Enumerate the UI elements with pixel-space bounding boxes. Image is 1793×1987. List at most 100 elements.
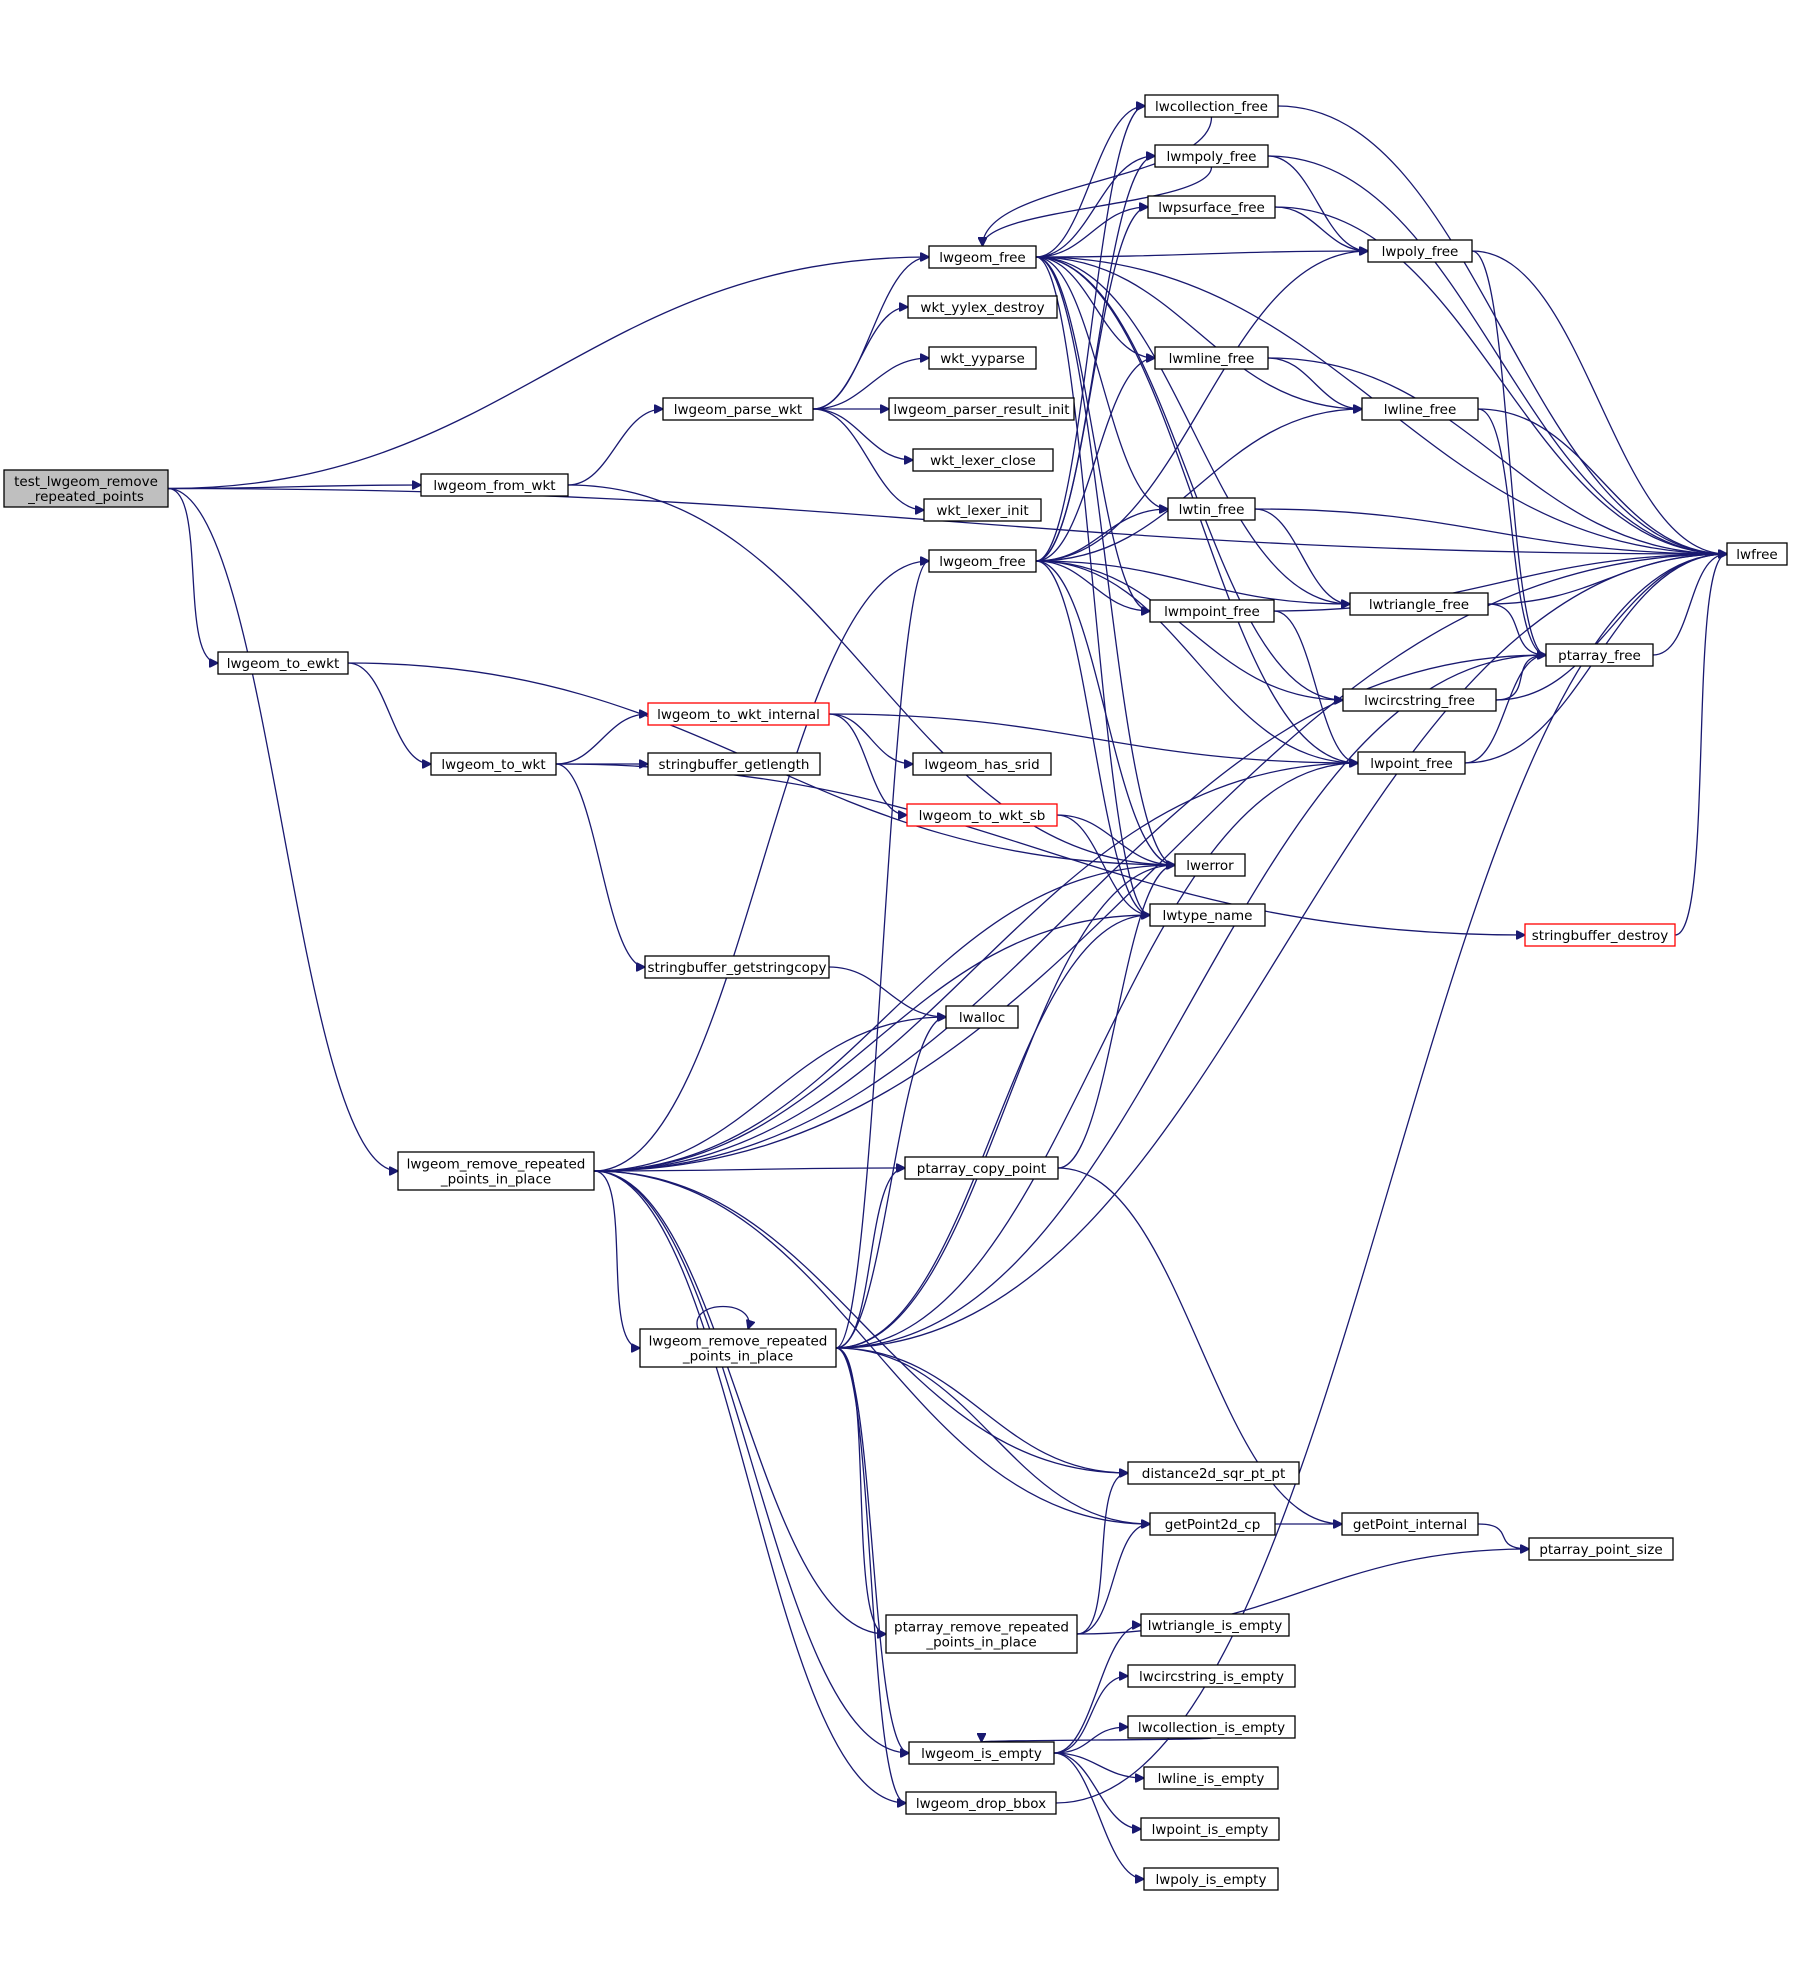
node-lwgeom-parser-result-init[interactable]: lwgeom_parser_result_init — [888, 397, 1075, 421]
node-label: lwtriangle_is_empty — [1148, 1618, 1282, 1634]
node-lwgeom-remove-repeated-points-in-place-2[interactable]: lwgeom_remove_repeated_points_in_place — [639, 1328, 837, 1368]
node-label: lwpoint_free — [1370, 756, 1453, 772]
edge-lwgeom-free-1-to-lwpoly-free — [1035, 251, 1368, 258]
edge-lwgeom-remove-repeated-points-in-place-2-to-lwgeom-drop-bbox — [835, 1347, 906, 1803]
node-getPoint-internal[interactable]: getPoint_internal — [1341, 1512, 1479, 1536]
node-lwline-free[interactable]: lwline_free — [1361, 397, 1479, 421]
edge-lwgeom-remove-repeated-points-in-place-1-to-distance2d-sqr-pt-pt — [593, 1170, 1128, 1473]
edge-lwgeom-to-ewkt-to-lwgeom-to-wkt — [347, 662, 431, 764]
node-lwgeom-to-wkt[interactable]: lwgeom_to_wkt — [430, 752, 557, 776]
node-ptarray-point-size[interactable]: ptarray_point_size — [1528, 1537, 1674, 1561]
node-box — [1357, 751, 1466, 775]
node-box — [1127, 1664, 1296, 1688]
node-stringbuffer-destroy[interactable]: stringbuffer_destroy — [1524, 923, 1676, 947]
node-label: wkt_yyparse — [940, 351, 1025, 367]
node-lwgeom-to-wkt-internal[interactable]: lwgeom_to_wkt_internal — [647, 702, 830, 726]
node-lwgeom-from-wkt[interactable]: lwgeom_from_wkt — [420, 473, 569, 497]
node-label: lwgeom_remove_repeated — [649, 1334, 828, 1350]
edge-lwgeom-is-empty-to-lwtriangle-is-empty — [1053, 1625, 1141, 1754]
edge-lwgeom-free-2-to-lwpsurface-free — [1035, 207, 1148, 562]
edge-lwgeom-remove-repeated-points-in-place-2-to-lwfree — [835, 554, 1727, 1349]
edge-lwgeom-to-wkt-internal-to-lwgeom-has-srid — [828, 713, 913, 764]
edge-test-lwgeom-remove-repeated-points-to-lwgeom-from-wkt — [167, 485, 421, 489]
node-lwgeom-drop-bbox[interactable]: lwgeom_drop_bbox — [905, 1791, 1057, 1815]
node-label: _repeated_points — [27, 489, 144, 505]
edge-lwgeom-to-wkt-to-stringbuffer-destroy — [555, 763, 1525, 935]
node-lwalloc[interactable]: lwalloc — [945, 1005, 1019, 1029]
edge-lwgeom-remove-repeated-points-in-place-1-to-lwerror — [593, 865, 1175, 1172]
node-lwgeom-has-srid[interactable]: lwgeom_has_srid — [912, 752, 1052, 776]
node-lwpsurface-free[interactable]: lwpsurface_free — [1147, 195, 1276, 219]
node-lwgeom-parse-wkt[interactable]: lwgeom_parse_wkt — [662, 397, 814, 421]
node-lwfree[interactable]: lwfree — [1726, 542, 1788, 566]
node-lwgeom-free-2[interactable]: lwgeom_free — [928, 549, 1037, 573]
node-lwgeom-free-1[interactable]: lwgeom_free — [928, 245, 1037, 269]
edge-test-lwgeom-remove-repeated-points-to-lwgeom-to-ewkt — [167, 487, 218, 664]
node-lwpoly-free[interactable]: lwpoly_free — [1367, 239, 1473, 263]
node-box — [1341, 1512, 1479, 1536]
node-lwmpoly-free[interactable]: lwmpoly_free — [1154, 144, 1269, 168]
node-lwcircstring-free[interactable]: lwcircstring_free — [1342, 688, 1497, 712]
node-label: lwgeom_has_srid — [924, 757, 1039, 773]
node-lwtin-free[interactable]: lwtin_free — [1167, 497, 1256, 521]
node-test-lwgeom-remove-repeated-points[interactable]: test_lwgeom_remove_repeated_points — [3, 469, 169, 508]
node-lwpoly-is-empty[interactable]: lwpoly_is_empty — [1143, 1867, 1279, 1891]
node-lwerror[interactable]: lwerror — [1174, 853, 1246, 877]
node-label: lwpsurface_free — [1158, 200, 1265, 216]
node-lwgeom-to-ewkt[interactable]: lwgeom_to_ewkt — [217, 651, 349, 675]
node-lwcollection-is-empty[interactable]: lwcollection_is_empty — [1127, 1715, 1296, 1739]
edge-ptarray-remove-repeated-points-in-place-to-distance2d-sqr-pt-pt — [1076, 1473, 1128, 1635]
edge-test-lwgeom-remove-repeated-points-to-lwgeom-remove-repeated-points-in-place-1 — [167, 487, 398, 1172]
nodes: test_lwgeom_remove_repeated_pointslwgeom… — [3, 94, 1788, 1891]
node-label: lwgeom_to_wkt_sb — [919, 808, 1046, 824]
node-lwmpoint-free[interactable]: lwmpoint_free — [1149, 599, 1275, 623]
node-lwgeom-is-empty[interactable]: lwgeom_is_empty — [908, 1741, 1055, 1765]
edge-lwgeom-is-empty-to-lwline-is-empty — [1053, 1752, 1144, 1778]
edge-ptarray-free-to-lwfree — [1652, 554, 1727, 656]
node-box — [1127, 1715, 1296, 1739]
node-label: wkt_lexer_init — [936, 503, 1028, 519]
node-box — [1361, 397, 1479, 421]
node-ptarray-remove-repeated-points-in-place[interactable]: ptarray_remove_repeated_points_in_place — [885, 1614, 1078, 1654]
node-box — [928, 346, 1037, 370]
node-label: lwcircstring_free — [1364, 693, 1475, 709]
edge-lwgeom-free-2-to-lwerror — [1035, 560, 1175, 865]
edge-lwcollection-free-to-lwgeom-free-1 — [983, 116, 1213, 246]
node-lwcollection-free[interactable]: lwcollection_free — [1144, 94, 1279, 118]
node-label: lwgeom_to_ewkt — [227, 656, 340, 672]
node-lwmline-free[interactable]: lwmline_free — [1154, 346, 1269, 370]
node-lwtype-name[interactable]: lwtype_name — [1149, 903, 1266, 927]
node-lwtriangle-is-empty[interactable]: lwtriangle_is_empty — [1140, 1613, 1290, 1637]
node-label: lwmpoint_free — [1164, 604, 1260, 620]
node-lwline-is-empty[interactable]: lwline_is_empty — [1143, 1766, 1279, 1790]
node-box — [1127, 1461, 1300, 1485]
node-label: lwcircstring_is_empty — [1139, 1669, 1284, 1685]
node-lwgeom-to-wkt-sb[interactable]: lwgeom_to_wkt_sb — [906, 803, 1058, 827]
edge-getPoint-internal-to-ptarray-point-size — [1477, 1523, 1529, 1549]
node-label: lwgeom_from_wkt — [433, 478, 555, 494]
node-label: ptarray_point_size — [1539, 1542, 1662, 1558]
edge-lwpoly-free-to-ptarray-free — [1471, 250, 1546, 655]
node-lwpoint-free[interactable]: lwpoint_free — [1357, 751, 1466, 775]
node-lwcircstring-is-empty[interactable]: lwcircstring_is_empty — [1127, 1664, 1296, 1688]
node-lwpoint-is-empty[interactable]: lwpoint_is_empty — [1140, 1817, 1280, 1841]
node-getPoint2d-cp[interactable]: getPoint2d_cp — [1149, 1512, 1276, 1536]
node-box — [945, 1005, 1019, 1029]
node-lwtriangle-free[interactable]: lwtriangle_free — [1349, 592, 1489, 616]
edge-lwmpoint-free-to-lwpoint-free — [1273, 610, 1358, 763]
node-ptarray-copy-point[interactable]: ptarray_copy_point — [904, 1156, 1059, 1180]
node-box — [1174, 853, 1246, 877]
node-label: lwgeom_is_empty — [921, 1746, 1042, 1762]
node-distance2d-sqr-pt-pt[interactable]: distance2d_sqr_pt_pt — [1127, 1461, 1300, 1485]
node-ptarray-free[interactable]: ptarray_free — [1545, 643, 1654, 667]
node-wkt-lexer-init[interactable]: wkt_lexer_init — [923, 498, 1042, 522]
node-label: lwgeom_free — [939, 250, 1025, 266]
node-wkt-yyparse[interactable]: wkt_yyparse — [928, 346, 1037, 370]
node-stringbuffer-getstringcopy[interactable]: stringbuffer_getstringcopy — [644, 955, 830, 979]
node-label: lwline_is_empty — [1158, 1771, 1265, 1787]
node-wkt-yylex-destroy[interactable]: wkt_yylex_destroy — [907, 295, 1058, 319]
node-wkt-lexer-close[interactable]: wkt_lexer_close — [912, 448, 1054, 472]
node-stringbuffer-getlength[interactable]: stringbuffer_getlength — [647, 752, 821, 776]
node-box — [1143, 1766, 1279, 1790]
node-lwgeom-remove-repeated-points-in-place-1[interactable]: lwgeom_remove_repeated_points_in_place — [397, 1151, 595, 1191]
